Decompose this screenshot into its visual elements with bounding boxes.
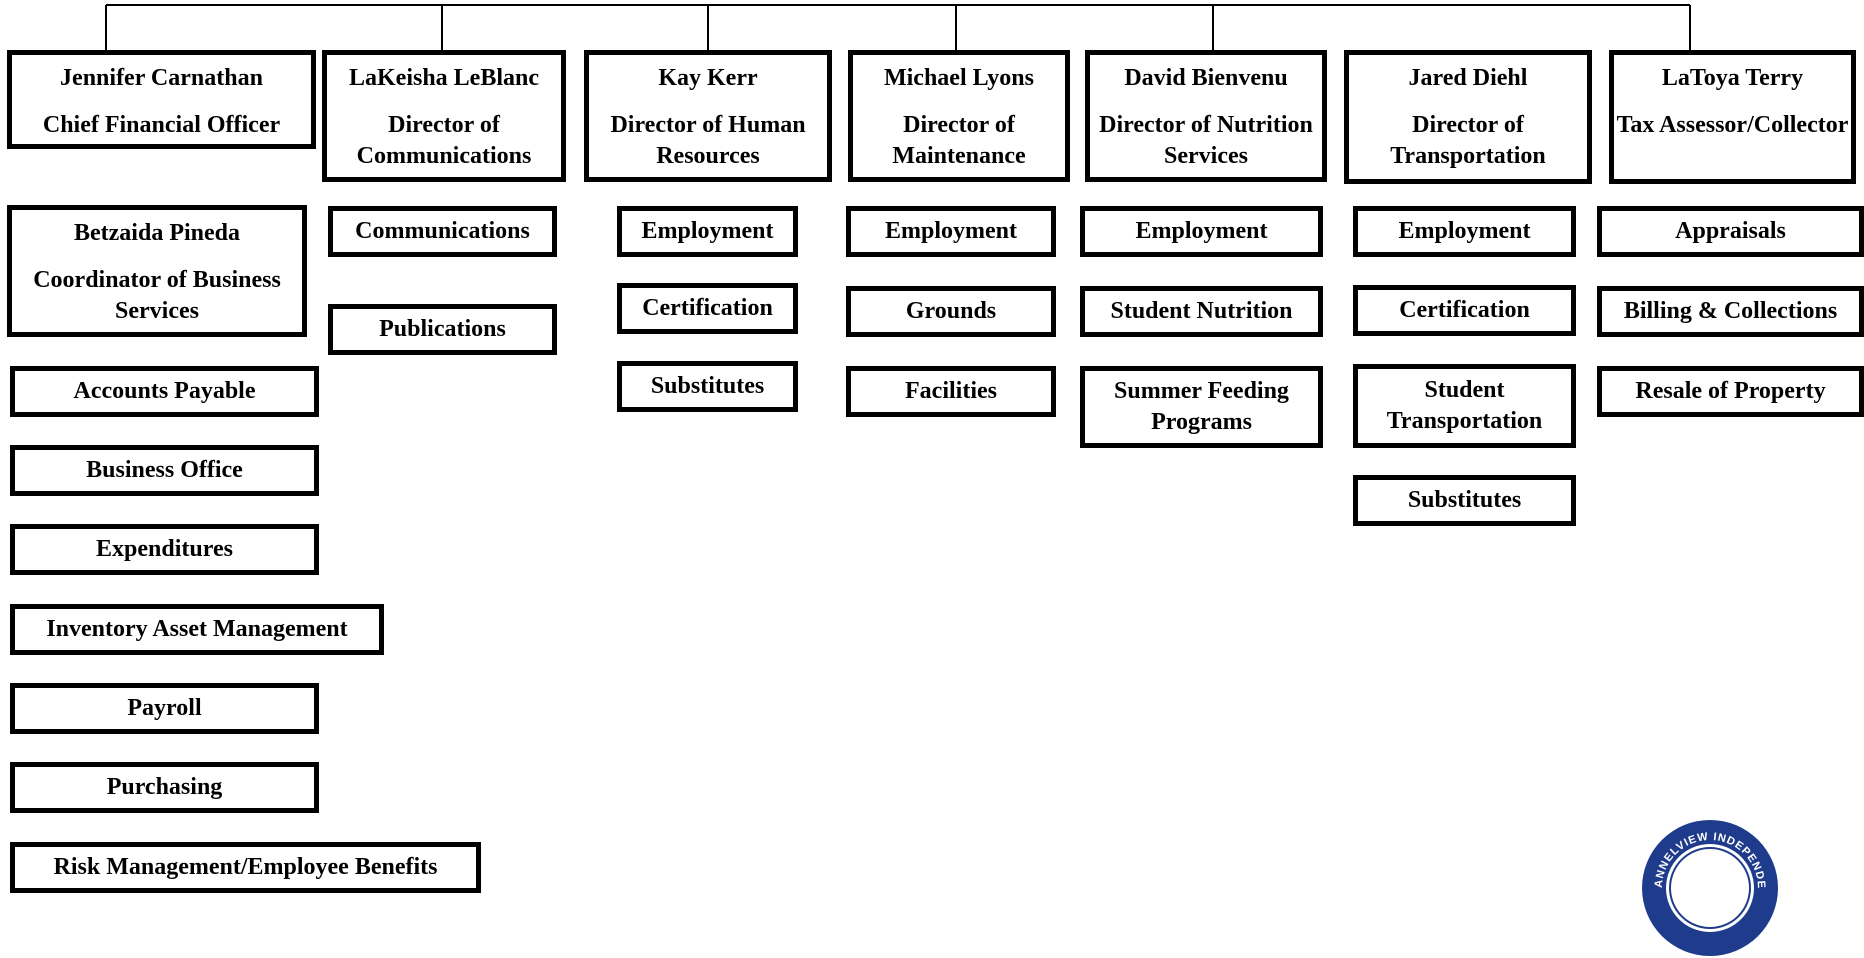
unit-label: Facilities [905,378,997,404]
leader-title: Director of Transportation [1390,112,1546,169]
leader-name: Jennifer Carnathan [60,65,263,91]
org-chart: Jennifer Carnathan Chief Financial Offic… [7,4,1864,956]
unit-box: Certification [1353,285,1576,336]
unit-box: Billing & Collections [1597,286,1864,337]
unit-box: Purchasing [10,762,319,813]
coordinator-name: Betzaida Pineda [74,220,240,246]
leader-name: David Bienvenu [1124,65,1288,91]
unit-box: Appraisals [1597,206,1864,257]
unit-label: Communications [355,218,530,244]
unit-label: Accounts Payable [73,378,256,404]
leader-box-cfo: Jennifer Carnathan Chief Financial Offic… [7,50,316,149]
unit-box: Employment [1080,206,1323,257]
unit-label: Grounds [905,298,997,324]
leader-name: Jared Diehl [1408,65,1528,91]
unit-box: Risk Management/Employee Benefits [10,842,481,893]
unit-box: Communications [328,206,557,257]
unit-box: Student Nutrition [1080,286,1323,337]
leader-box-communications: LaKeisha LeBlanc Director of Communicati… [322,50,566,182]
unit-box: Substitutes [617,361,798,412]
district-seal-icon: CHANNELVIEW INDEPENDENT [1640,818,1778,956]
leader-name: LaKeisha LeBlanc [348,65,540,91]
seal-inner-disc [1666,844,1754,932]
unit-label: Substitutes [1407,487,1522,513]
unit-label: Purchasing [106,774,223,800]
leader-name: Michael Lyons [883,65,1034,91]
unit-label: Expenditures [96,536,233,562]
unit-box: Facilities [846,366,1056,417]
unit-box: Summer Feeding Programs [1080,366,1323,448]
unit-label: Resale of Property [1635,378,1826,404]
unit-label: Publications [379,316,506,342]
unit-label: Employment [1398,218,1531,244]
unit-label: Employment [1135,218,1268,244]
unit-box: Employment [1353,206,1576,257]
unit-box: Student Transportation [1353,364,1576,448]
unit-label: Student Transportation [1386,377,1543,434]
unit-box: Expenditures [10,524,319,575]
unit-box: Certification [617,283,798,334]
leader-box-tax: LaToya Terry Tax Assessor/Collector [1609,50,1856,184]
leader-title: Director of Maintenance [892,112,1026,169]
leader-box-maintenance: Michael Lyons Director of Maintenance [848,50,1070,182]
unit-box: Payroll [10,683,319,734]
unit-label: Employment [641,218,774,244]
coordinator-box: Betzaida Pineda Coordinator of Business … [7,205,307,337]
leader-title: Director of Human Resources [610,112,806,169]
unit-box: Employment [617,206,798,257]
leader-title: Chief Financial Officer [42,112,281,138]
leader-title: Tax Assessor/Collector [1616,112,1849,138]
coordinator-title: Coordinator of Business Services [33,267,281,324]
leader-title: Director of Communications [356,112,532,169]
unit-label: Billing & Collections [1623,298,1838,324]
unit-label: Business Office [86,457,243,483]
leader-name: LaToya Terry [1661,65,1804,91]
unit-label: Certification [642,295,773,321]
unit-box: Employment [846,206,1056,257]
unit-label: Risk Management/Employee Benefits [53,854,438,880]
unit-label: Inventory Asset Management [46,616,348,642]
leader-box-human-resources: Kay Kerr Director of Human Resources [584,50,832,182]
unit-box: Grounds [846,286,1056,337]
leader-name: Kay Kerr [658,65,758,91]
unit-label: Payroll [127,695,202,721]
unit-box: Inventory Asset Management [10,604,384,655]
leader-title: Director of Nutrition Services [1099,112,1313,169]
unit-label: Summer Feeding Programs [1114,378,1289,435]
unit-label: Certification [1399,297,1530,323]
unit-box: Publications [328,304,557,355]
connector-lines [105,4,1691,50]
unit-box: Substitutes [1353,475,1576,526]
unit-label: Appraisals [1675,218,1786,244]
unit-box: Accounts Payable [10,366,319,417]
leader-box-transportation: Jared Diehl Director of Transportation [1344,50,1592,184]
leader-box-nutrition: David Bienvenu Director of Nutrition Ser… [1085,50,1327,182]
unit-label: Employment [885,218,1017,244]
unit-box: Business Office [10,445,319,496]
unit-label: Student Nutrition [1110,298,1293,324]
unit-box: Resale of Property [1597,366,1864,417]
unit-label: Substitutes [650,373,765,399]
